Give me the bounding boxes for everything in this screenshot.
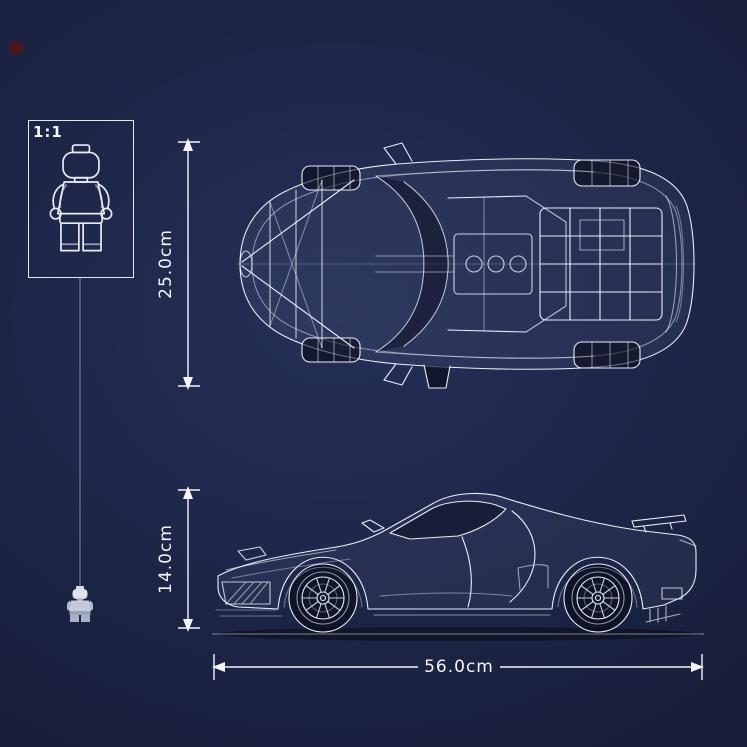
- top-view-height-label: 25.0cm: [156, 229, 176, 299]
- top-view-rear-arc: [665, 195, 678, 333]
- headlight: [237, 546, 267, 561]
- top-view-mirrors: [383, 142, 413, 386]
- side-mirror: [361, 519, 385, 533]
- minifigure-outline-icon: [49, 144, 113, 252]
- side-view-c-line: [509, 510, 536, 603]
- rear-spoiler: [631, 514, 687, 533]
- red-mark: [10, 42, 23, 53]
- side-view-door-line: [461, 536, 472, 608]
- dimension-side-view-height: 14.0cm: [156, 486, 200, 632]
- dimension-length: 56.0cm: [212, 654, 704, 680]
- top-view-body: [239, 158, 695, 370]
- scale-box-label: 1:1: [33, 123, 63, 141]
- top-view-windshield: [375, 175, 449, 353]
- front-grille: [215, 581, 283, 617]
- side-view-front-wheel: [288, 563, 358, 633]
- side-view-height-label: 14.0cm: [156, 524, 176, 594]
- top-view-roof: [447, 195, 567, 333]
- hanging-minifigure-icon: [67, 586, 93, 622]
- car-side-view-blueprint: [212, 492, 704, 641]
- length-label: 56.0cm: [424, 657, 494, 677]
- top-view-engine-grid: [539, 207, 663, 321]
- side-view-rear-wheel: [563, 563, 633, 633]
- side-view-window: [389, 500, 507, 540]
- top-view-fin: [423, 364, 451, 389]
- top-view-wheels: [301, 159, 641, 369]
- side-view-body: [217, 492, 697, 610]
- top-view-shoulder-lines: [375, 169, 595, 359]
- pendant-string-line: [79, 278, 81, 590]
- rear-details: [645, 539, 697, 623]
- top-view-drivetrain: [375, 233, 533, 295]
- dimension-top-view-height: 25.0cm: [156, 138, 200, 390]
- scale-box: 1:1: [28, 120, 134, 278]
- side-intake: [517, 564, 549, 591]
- top-view-front-truss: [239, 179, 355, 349]
- car-top-view-blueprint: [235, 142, 697, 389]
